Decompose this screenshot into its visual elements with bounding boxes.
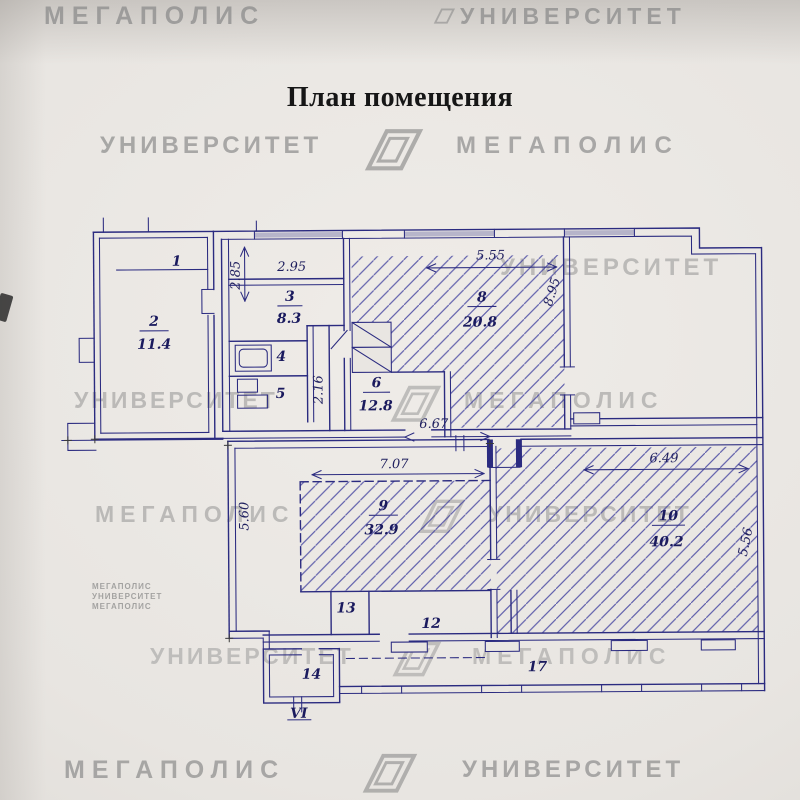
room-3-number: 3 <box>285 289 295 305</box>
room-8-number: 8 <box>477 289 487 305</box>
watermark-megapolis: МЕГАПОЛИС <box>456 132 680 159</box>
room-2-number: 2 <box>148 314 159 330</box>
fine-print-line: МЕГАПОЛИС <box>92 602 152 611</box>
fine-print-line: УНИВЕРСИТЕТ <box>92 592 163 601</box>
dim-2-95: 2.95 <box>276 260 306 275</box>
room-9-hatch <box>300 480 491 592</box>
brand-logo-icon <box>433 8 455 24</box>
room-14-number: 14 <box>302 667 322 683</box>
watermark-universitet: УНИВЕРСИТЕТ <box>74 387 278 413</box>
dim-5-56: 5.56 <box>736 526 757 557</box>
room-9-number: 9 <box>378 498 388 514</box>
scan-artifact <box>0 292 14 323</box>
brand-logo-icon <box>390 385 442 422</box>
dim-7-07: 7.07 <box>380 457 410 472</box>
dim-6-67: 6.67 <box>419 417 449 432</box>
room-3-area: 8.3 <box>277 311 302 327</box>
room-17-number: 17 <box>528 659 548 675</box>
room-2-area: 11.4 <box>137 337 171 353</box>
room-10-area: 40.2 <box>649 534 683 550</box>
entrance-label: VI <box>290 706 308 722</box>
brand-logo-icon <box>362 753 418 793</box>
brand-logo-icon <box>392 641 442 677</box>
room-9-area: 32.9 <box>364 522 398 538</box>
document-title: План помещения <box>286 82 514 113</box>
watermark-universitet: УНИВЕРСИТЕТ <box>462 756 685 783</box>
room-6-number: 6 <box>372 375 382 391</box>
floor-plan-drawing: 1 2 11.4 3 8.3 4 5 6 12.8 8 20.8 9 32.9 … <box>61 217 766 722</box>
room-10-hatch <box>495 446 759 634</box>
room-8-area: 20.8 <box>462 314 497 330</box>
room-6-area: 12.8 <box>359 398 393 414</box>
dim-5-55: 5.55 <box>476 248 505 263</box>
fine-print-line: МЕГАПОЛИС <box>92 582 152 591</box>
walls <box>61 217 766 721</box>
watermark-megapolis: МЕГАПОЛИС <box>44 2 266 30</box>
room-4-number: 4 <box>276 349 286 365</box>
room-5-number: 5 <box>276 386 286 402</box>
dim-5-60: 5.60 <box>237 502 252 531</box>
room-10-number: 10 <box>659 508 679 524</box>
watermark-fine-print: МЕГАПОЛИС УНИВЕРСИТЕТ МЕГАПОЛИС <box>92 582 222 612</box>
room-1-number: 1 <box>172 254 182 270</box>
watermark-megapolis: МЕГАПОЛИС <box>95 501 295 527</box>
dim-2-16: 2.16 <box>311 375 326 405</box>
watermark-universitet: УНИВЕРСИТЕТ <box>460 3 686 29</box>
brand-logo-icon <box>364 129 424 171</box>
hatched-areas <box>300 254 759 634</box>
room-labels: 1 2 11.4 3 8.3 4 5 6 12.8 8 20.8 9 32.9 … <box>137 254 684 722</box>
watermark-universitet: УНИВЕРСИТЕТ <box>150 643 354 669</box>
dim-6-49: 6.49 <box>649 451 678 466</box>
room-8-hatch <box>351 254 565 428</box>
room-13-number: 13 <box>336 600 356 616</box>
watermark-megapolis: МЕГАПОЛИС <box>64 756 286 784</box>
dim-2-85: 2.85 <box>229 261 244 291</box>
watermark-universitet: УНИВЕРСИТЕТ <box>100 132 323 159</box>
room-12-number: 12 <box>421 616 441 632</box>
